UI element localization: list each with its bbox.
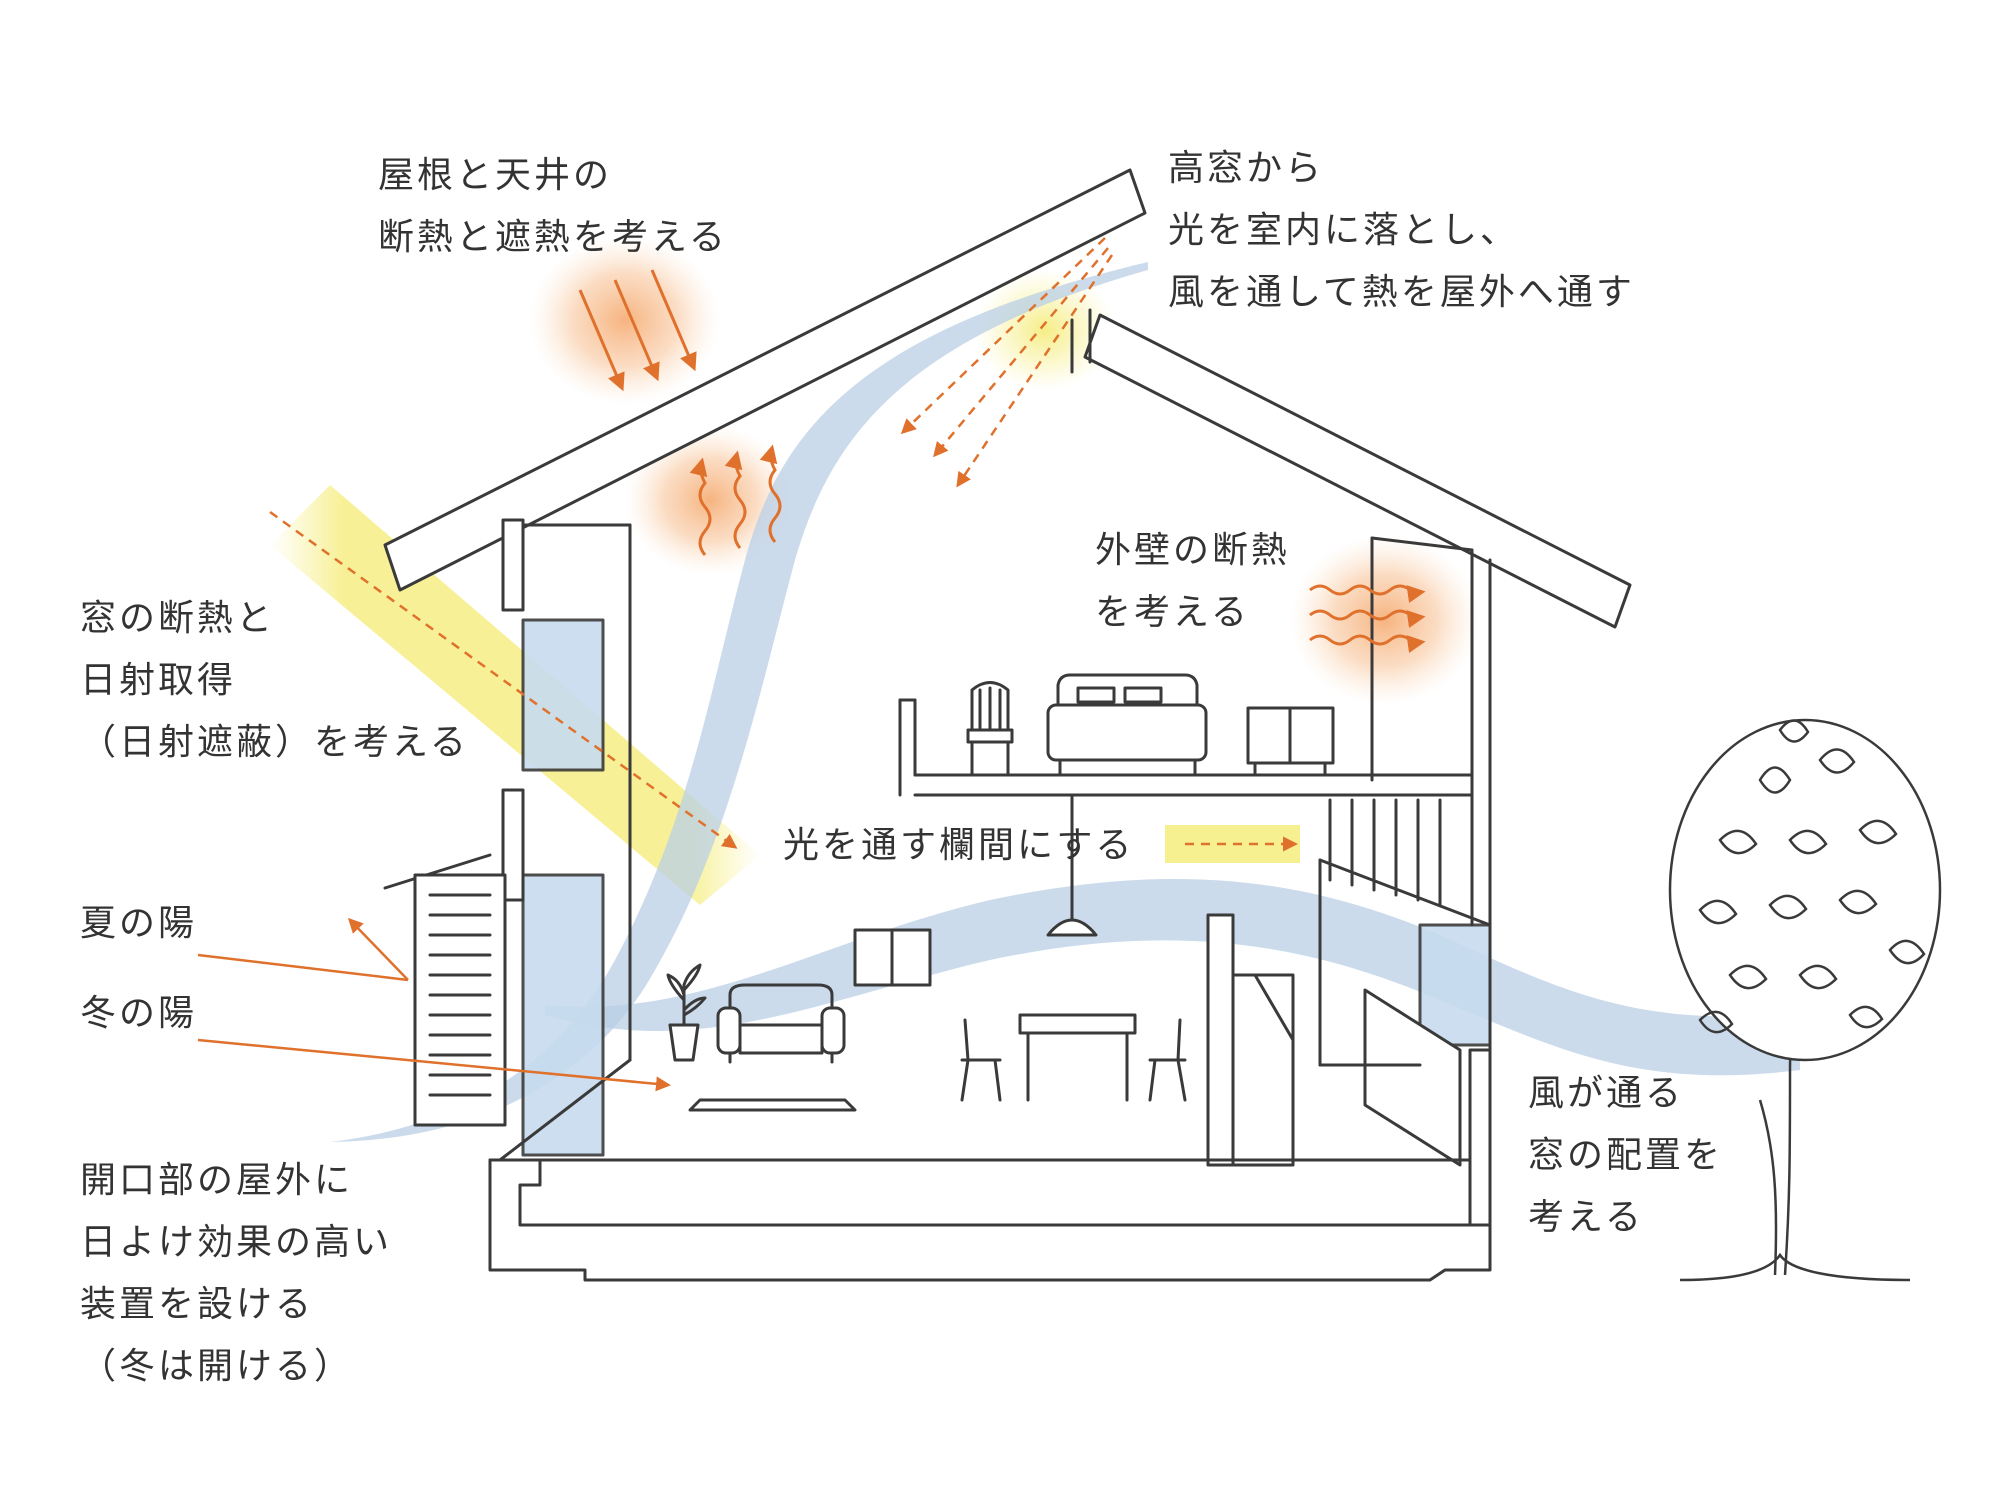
label-shading: 開口部の屋外に 日よけ効果の高い 装置を設ける （冬は開ける） — [80, 1160, 393, 1387]
roof-heat-glow — [530, 235, 720, 405]
heat-wave-arrow-icon — [689, 444, 782, 556]
roof-left — [383, 168, 1147, 592]
label-transom: 光を通す欄間にする — [783, 825, 1135, 866]
sun-ray-icon — [269, 237, 1298, 852]
label-roof: 屋根と天井の 断熱と遮熱を考える — [378, 155, 728, 258]
wind-flow-horizontal — [545, 878, 1800, 1076]
wind-flow-vertical — [330, 262, 1148, 1142]
label-wind: 風が通る 窓の配置を 考える — [1528, 1073, 1724, 1238]
house-structure — [383, 168, 1632, 1282]
sun-angle-arrows — [197, 917, 671, 1092]
wall-heat-glow — [1290, 535, 1480, 705]
label-high-window: 高窓から 光を室内に落とし、 風を通して熱を屋外へ通す — [1168, 148, 1635, 313]
roof-right — [1083, 313, 1632, 629]
tree-icon — [1668, 718, 1942, 1282]
label-exterior-wall: 外壁の断熱 を考える — [1095, 530, 1291, 633]
label-summer-sun: 夏の陽 — [80, 903, 198, 944]
heat-arrow-icon — [578, 269, 697, 392]
wall-heat-arrow-icon — [1309, 584, 1426, 653]
sun-band — [270, 485, 760, 905]
label-window: 窓の断熱と 日射取得 （日射遮蔽）を考える — [80, 598, 469, 763]
high-window-light-glow — [975, 270, 1115, 390]
label-winter-sun: 冬の陽 — [80, 993, 198, 1034]
